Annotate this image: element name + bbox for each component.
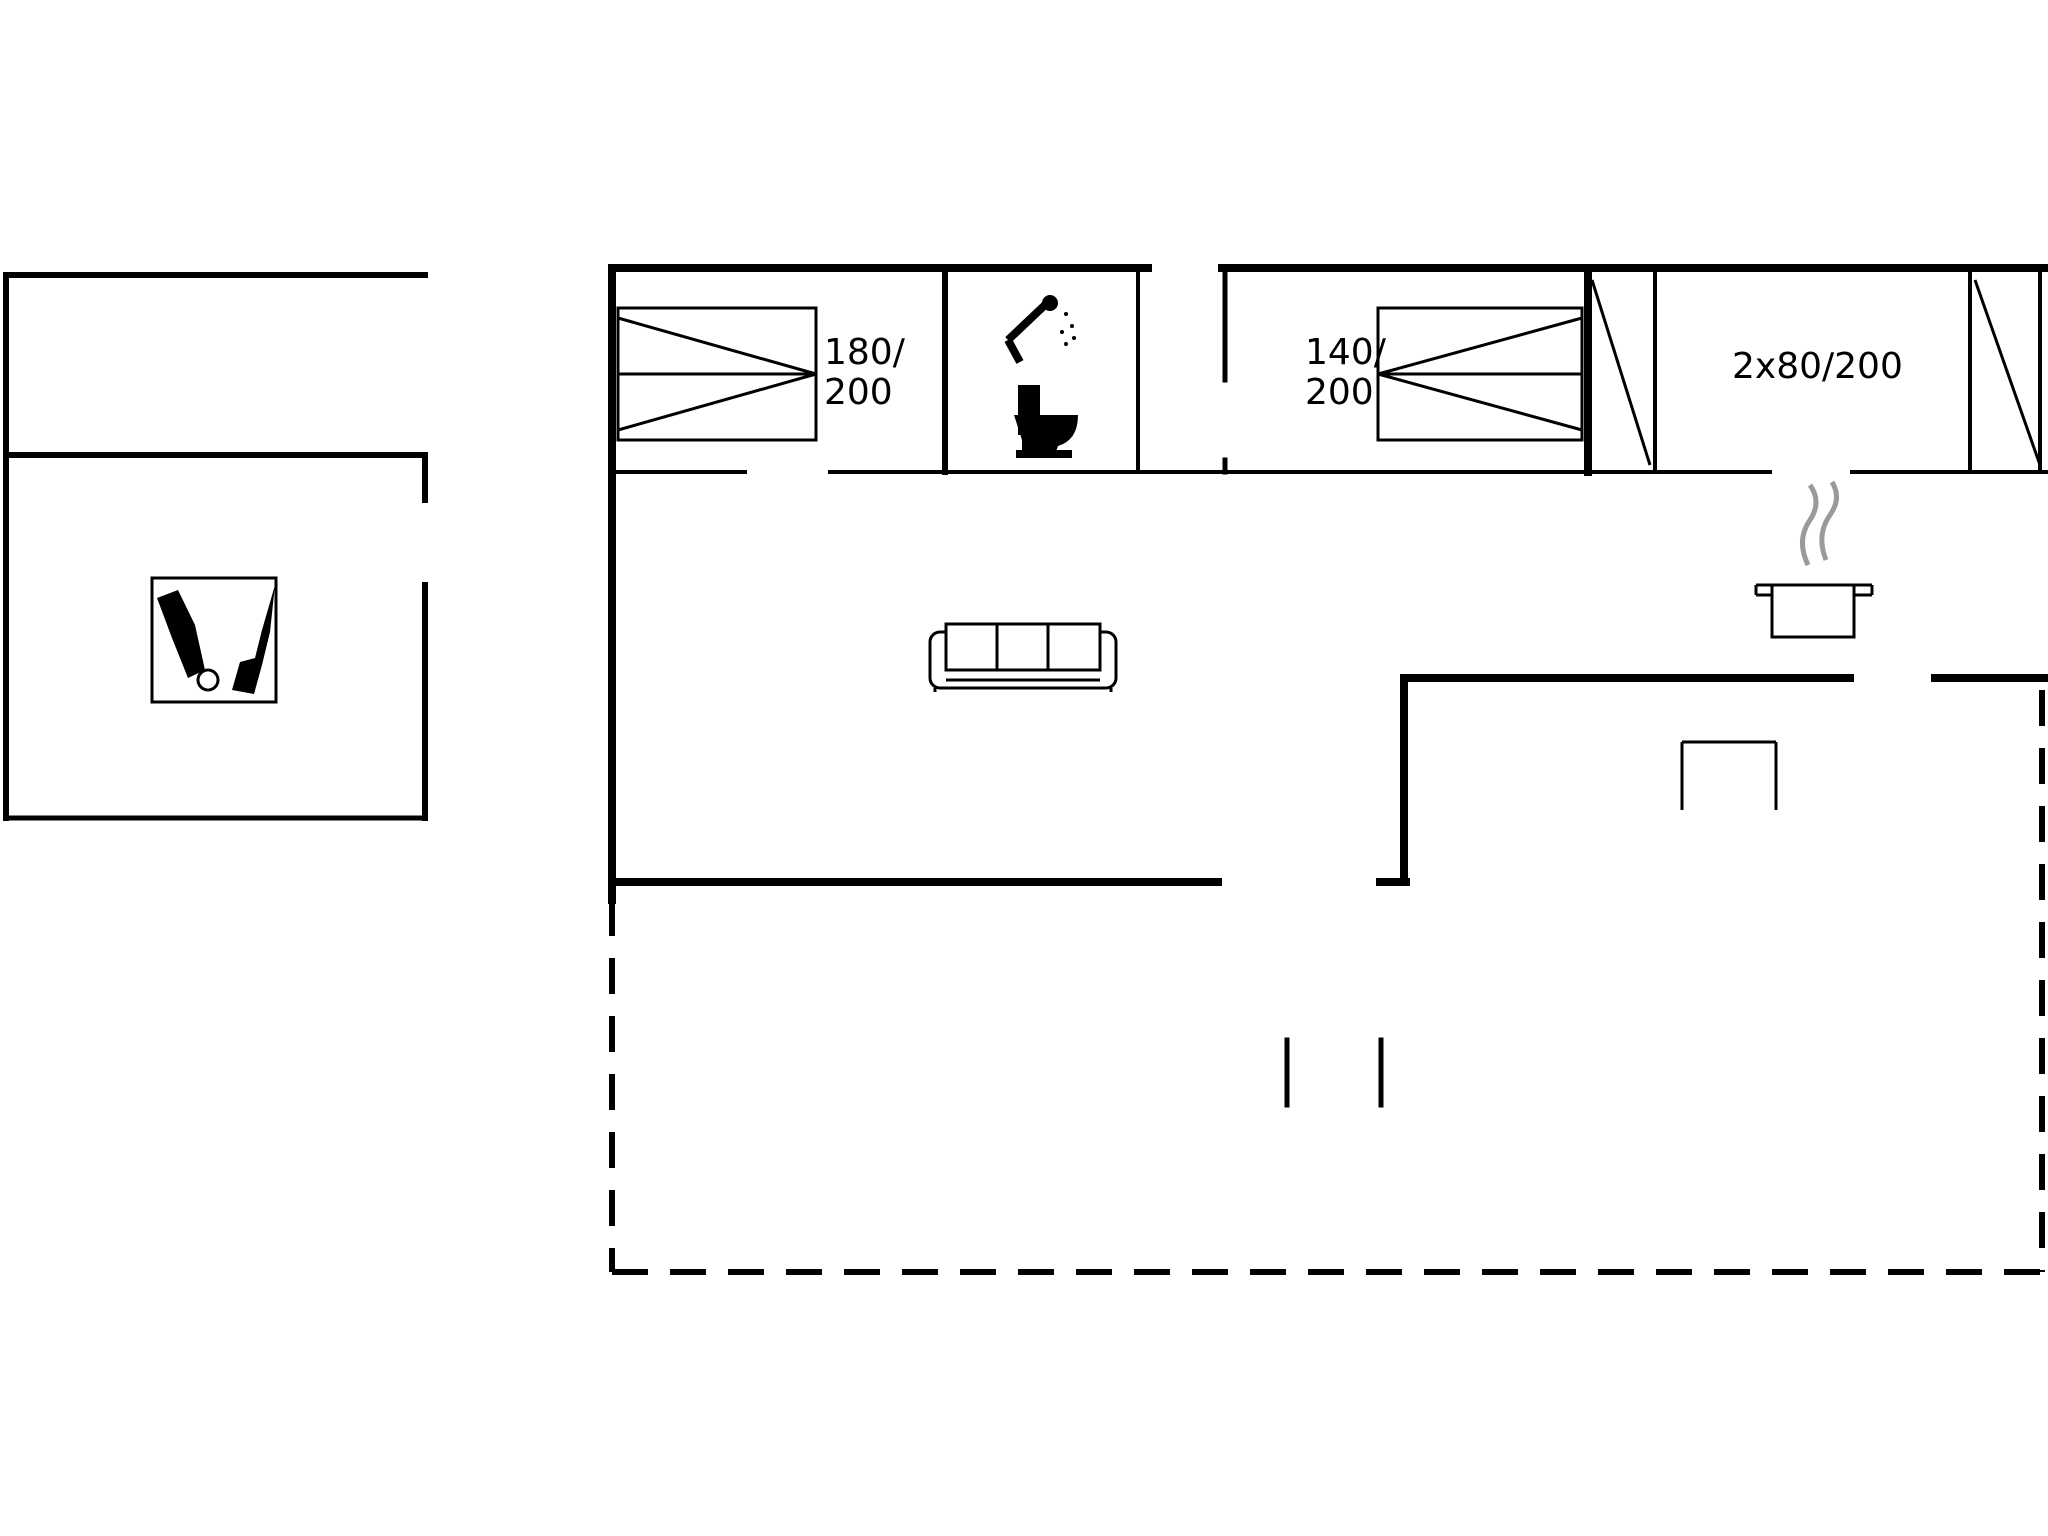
bed-label-line1: 140/ bbox=[1305, 332, 1387, 373]
main-house-walls bbox=[608, 264, 2048, 904]
bed-label-line2: 200 bbox=[1305, 372, 1374, 413]
washing-machine-icon bbox=[150, 576, 278, 704]
shower-icon bbox=[1004, 295, 1076, 364]
kitchen-counter bbox=[1680, 740, 1778, 810]
terrace-outline bbox=[609, 690, 2045, 1275]
bed-180-200: 180/ 200 bbox=[616, 306, 906, 442]
annex-building bbox=[3, 272, 428, 821]
sofa-icon bbox=[928, 622, 1118, 692]
bed-140-200: 140/ 200 bbox=[1305, 306, 1584, 442]
cooking-pot-icon bbox=[1754, 480, 1874, 639]
bed-label-line1: 180/ bbox=[824, 332, 906, 373]
toilet-icon bbox=[1014, 385, 1078, 458]
interior-walls bbox=[610, 264, 2048, 476]
bed-label: 2x80/200 bbox=[1732, 346, 1903, 387]
bed-label-line2: 200 bbox=[824, 372, 893, 413]
